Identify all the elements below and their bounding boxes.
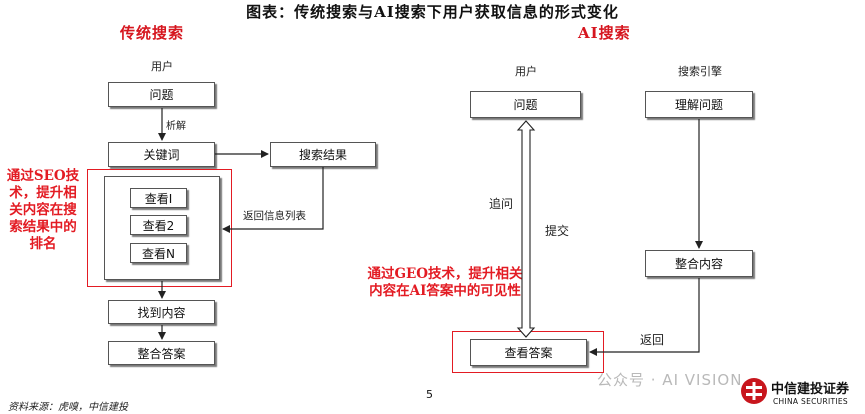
seo-note: 通过SEO技术，提升相关内容在搜索结果中的排名: [6, 168, 80, 252]
citic-logo-icon: [741, 378, 767, 404]
understand-question-box: 理解问题: [645, 91, 753, 118]
integrate-answer-box: 整合答案: [108, 341, 215, 365]
page-number: 5: [426, 388, 433, 401]
ai-question-box: 问题: [470, 91, 581, 118]
search-results-box: 搜索结果: [270, 142, 376, 167]
return-label: 返回: [640, 333, 665, 347]
view-item-2: 查看2: [130, 215, 187, 235]
logo-name-cn: 中信建投证券: [771, 382, 850, 397]
view-item-n: 查看N: [130, 243, 187, 263]
traditional-heading: 传统搜索: [120, 24, 185, 42]
geo-note: 通过GEO技术，提升相关内容在AI答案中的可见性: [367, 266, 523, 299]
ai-heading: AI搜索: [578, 24, 631, 42]
seo-highlight-box: [87, 169, 232, 287]
figure-title: 图表：传统搜索与AI搜索下用户获取信息的形式变化: [246, 3, 619, 21]
return-list-label: 返回信息列表: [243, 210, 306, 222]
trad-question-box: 问题: [108, 82, 215, 107]
arrow-results-return: [222, 167, 324, 233]
view-answer-box: 查看答案: [470, 339, 587, 366]
integrate-content-box: 整合内容: [645, 250, 753, 277]
parse-label: 析解: [166, 121, 186, 132]
keyword-box: 关键词: [108, 142, 215, 167]
followup-label: 追问: [489, 197, 514, 211]
submit-label: 提交: [545, 224, 570, 238]
find-content-box: 找到内容: [108, 300, 215, 324]
logo-name-en: CHINA SECURITIES: [773, 397, 848, 406]
watermark: 公众号 · AI VISION: [597, 371, 743, 389]
ai-user-label: 用户: [515, 65, 537, 78]
source-note: 资料来源：虎嗅，中信建投: [8, 402, 128, 413]
arrow-integrate-return: [589, 278, 700, 356]
view-item-1: 查看I: [130, 188, 187, 208]
hollow-bidirectional-arrow: [516, 120, 536, 338]
ai-engine-label: 搜索引擎: [678, 65, 722, 78]
trad-user-label: 用户: [151, 60, 173, 73]
